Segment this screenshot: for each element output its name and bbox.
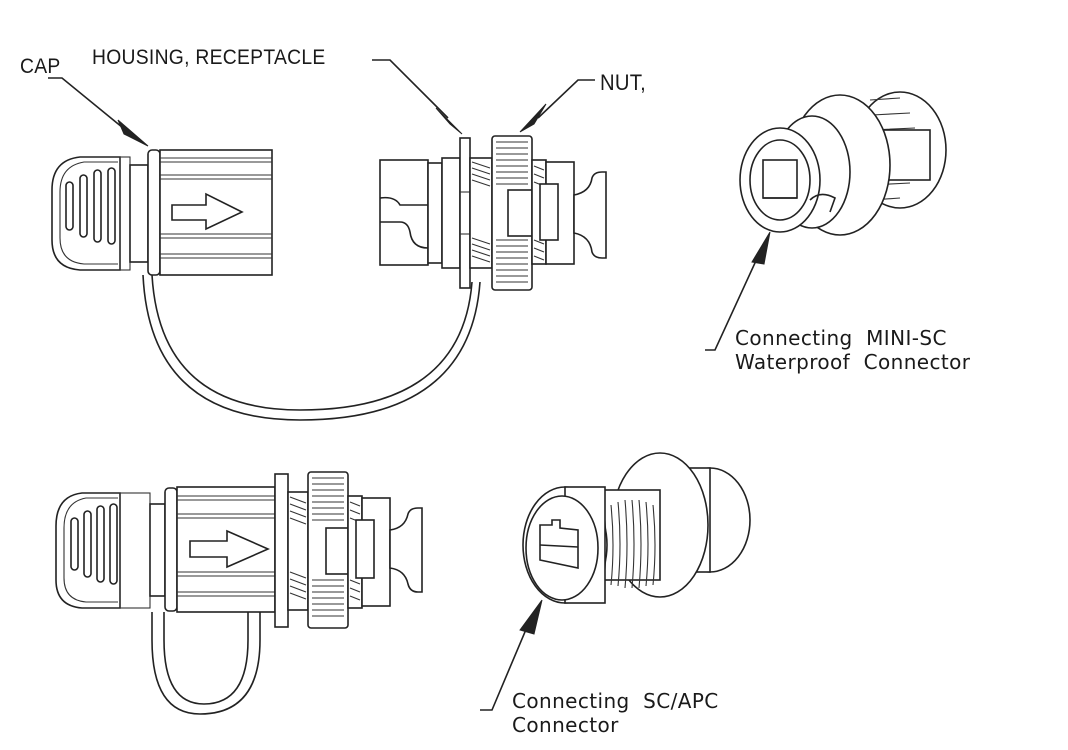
- nut-leader: [519, 79, 595, 133]
- cap-part: [51, 156, 149, 271]
- nut-label: NUT,: [600, 70, 647, 95]
- mini-sc-connector-isometric: [705, 91, 947, 351]
- receptacle-part: [379, 135, 607, 291]
- cap-part-assembled: [55, 492, 166, 609]
- sc-apc-callout-line1: Connecting SC/APC: [512, 689, 719, 713]
- housing-leader: [372, 59, 463, 135]
- mini-sc-callout: Connecting MINI-SC Waterproof Connector: [735, 326, 970, 374]
- tether-strap-assembled: [151, 612, 261, 715]
- thread-assembled: [287, 491, 309, 611]
- nut-part: [491, 135, 533, 291]
- direction-arrow-icon: [171, 192, 244, 231]
- housing-receptacle-label: HOUSING, RECEPTACLE: [92, 46, 326, 69]
- sc-apc-callout-line2: Connector: [512, 713, 619, 737]
- flange: [459, 137, 471, 289]
- tether-strap: [142, 274, 481, 421]
- sc-apc-callout: Connecting SC/APC Connector: [512, 689, 719, 737]
- assembled-view: [55, 471, 423, 715]
- flange-assembled: [274, 473, 289, 628]
- nut-part-assembled: [307, 471, 349, 629]
- direction-arrow-icon: [189, 529, 270, 569]
- sc-apc-connector-isometric: [480, 452, 751, 711]
- exploded-view: [48, 59, 607, 421]
- cap-grip-ribs: [65, 167, 116, 245]
- housing-part: [147, 149, 273, 276]
- cap-leader: [48, 77, 149, 147]
- mini-sc-callout-line1: Connecting MINI-SC: [735, 326, 947, 350]
- cap-label: CAP: [20, 55, 61, 78]
- housing-part-assembled: [164, 486, 276, 613]
- thread: [469, 157, 493, 269]
- mini-sc-callout-line2: Waterproof Connector: [735, 350, 971, 374]
